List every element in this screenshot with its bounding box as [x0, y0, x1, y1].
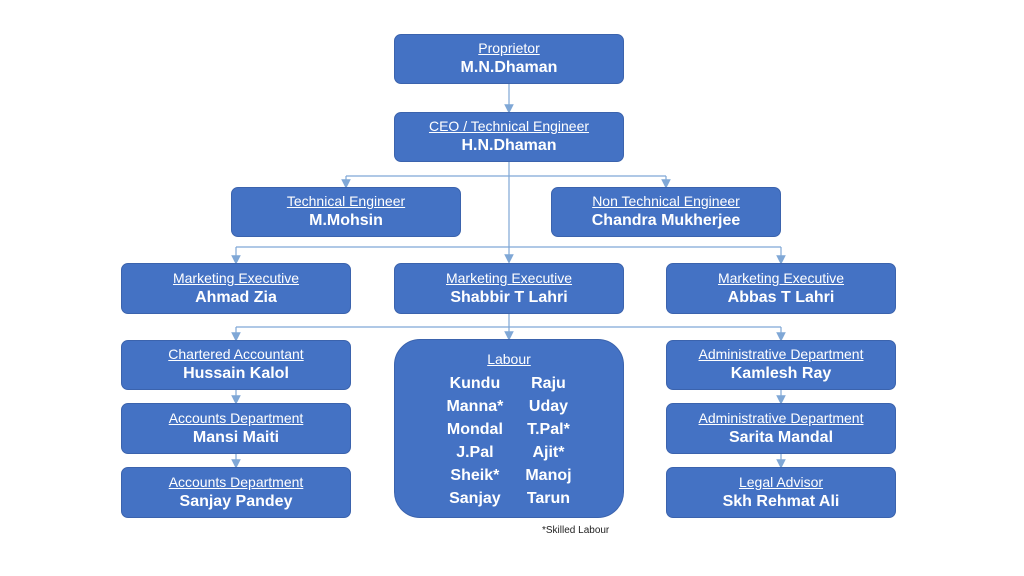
role-label: Marketing Executive: [717, 269, 845, 286]
person-name: Skh Rehmat Ali: [722, 492, 840, 510]
node-non-technical-engineer: Non Technical Engineer Chandra Mukherjee: [551, 187, 781, 237]
node-administrative-department-1: Administrative Department Kamlesh Ray: [666, 340, 896, 390]
node-marketing-executive-1: Marketing Executive Ahmad Zia: [121, 263, 351, 314]
node-chartered-accountant: Chartered Accountant Hussain Kalol: [121, 340, 351, 390]
labour-name: Uday: [528, 398, 569, 415]
role-label: CEO / Technical Engineer: [428, 118, 590, 134]
node-technical-engineer: Technical Engineer M.Mohsin: [231, 187, 461, 237]
person-name: Sarita Mandal: [728, 428, 834, 446]
labour-column-right: Raju Uday T.Pal* Ajit* Manoj Tarun: [525, 372, 571, 510]
labour-column-left: Kundu Manna* Mondal J.Pal Sheik* Sanjay: [446, 372, 503, 510]
node-legal-advisor: Legal Advisor Skh Rehmat Ali: [666, 467, 896, 518]
role-label: Chartered Accountant: [168, 346, 304, 362]
role-label: Proprietor: [478, 40, 540, 56]
node-administrative-department-2: Administrative Department Sarita Mandal: [666, 403, 896, 454]
person-name: M.Mohsin: [309, 212, 383, 229]
role-label: Marketing Executive: [445, 269, 573, 286]
role-label: Administrative Department: [698, 346, 864, 362]
person-name: Ahmad Zia: [195, 288, 277, 306]
labour-name: Ajit*: [532, 444, 565, 461]
role-label: Labour: [487, 351, 531, 367]
node-labour: Labour Kundu Manna* Mondal J.Pal Sheik* …: [394, 339, 624, 518]
labour-name: Kundu: [449, 375, 501, 392]
skilled-labour-note: *Skilled Labour: [542, 525, 610, 536]
node-marketing-executive-3: Marketing Executive Abbas T Lahri: [666, 263, 896, 314]
labour-name: T.Pal*: [527, 421, 570, 438]
role-label: Technical Engineer: [286, 193, 406, 209]
role-label: Non Technical Engineer: [592, 193, 740, 209]
role-label: Legal Advisor: [738, 473, 824, 490]
node-accounts-department-2: Accounts Department Sanjay Pandey: [121, 467, 351, 518]
role-label: Accounts Department: [168, 409, 304, 426]
role-label: Accounts Department: [168, 473, 304, 490]
person-name: Mansi Maiti: [192, 428, 280, 446]
person-name: Sanjay Pandey: [179, 492, 293, 510]
labour-name: Manoj: [525, 467, 572, 484]
person-name: Shabbir T Lahri: [450, 288, 568, 306]
person-name: Hussain Kalol: [183, 365, 289, 382]
labour-name: Tarun: [526, 490, 571, 507]
labour-name: Sanjay: [449, 490, 501, 507]
labour-name: Manna*: [446, 398, 504, 415]
labour-name: Sheik*: [450, 467, 500, 484]
person-name: M.N.Dhaman: [460, 59, 558, 76]
node-marketing-executive-2: Marketing Executive Shabbir T Lahri: [394, 263, 624, 314]
person-name: H.N.Dhaman: [461, 137, 557, 154]
labour-roster: Kundu Manna* Mondal J.Pal Sheik* Sanjay …: [446, 372, 571, 510]
labour-name: Mondal: [446, 421, 503, 438]
labour-name: Raju: [531, 375, 566, 392]
labour-name: J.Pal: [456, 444, 494, 461]
person-name: Chandra Mukherjee: [591, 212, 741, 229]
node-accounts-department-1: Accounts Department Mansi Maiti: [121, 403, 351, 454]
person-name: Kamlesh Ray: [730, 365, 832, 382]
person-name: Abbas T Lahri: [727, 288, 835, 306]
role-label: Administrative Department: [698, 409, 864, 426]
node-ceo: CEO / Technical Engineer H.N.Dhaman: [394, 112, 624, 162]
node-proprietor: Proprietor M.N.Dhaman: [394, 34, 624, 84]
role-label: Marketing Executive: [172, 269, 300, 286]
